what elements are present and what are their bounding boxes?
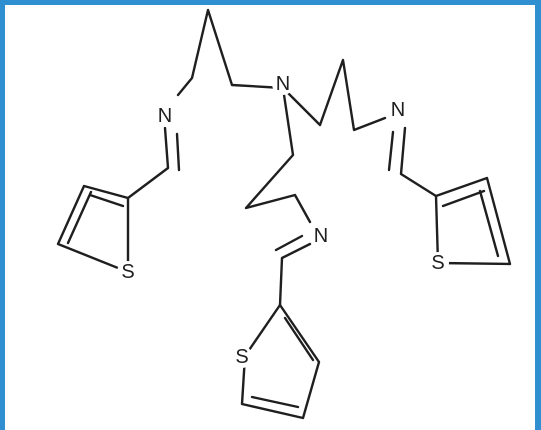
imine-center-double-bond xyxy=(274,234,304,252)
propyl-chain-right xyxy=(281,58,387,132)
imine-center-to-ring xyxy=(278,242,312,307)
imine-nitrogen-center-label: N xyxy=(314,225,328,247)
sulfur-left-label: S xyxy=(121,261,134,283)
thiophene-ring-left xyxy=(56,184,130,274)
thiophene-ring-right xyxy=(434,176,512,266)
imine-right-to-ring xyxy=(399,126,438,198)
central-nitrogen-label: N xyxy=(276,73,290,95)
sulfur-center-label: S xyxy=(235,346,248,368)
propyl-chain-center xyxy=(244,86,312,224)
imine-nitrogen-left-label: N xyxy=(158,105,172,127)
imine-left-to-ring xyxy=(126,126,170,200)
imine-nitrogen-right-label: N xyxy=(391,99,405,121)
propyl-chain-left xyxy=(176,8,285,97)
imine-left-double-bond xyxy=(175,132,181,172)
thiophene-ring-center xyxy=(240,303,321,420)
sulfur-right-label: S xyxy=(431,252,444,274)
imine-right-double-bond xyxy=(387,130,395,172)
